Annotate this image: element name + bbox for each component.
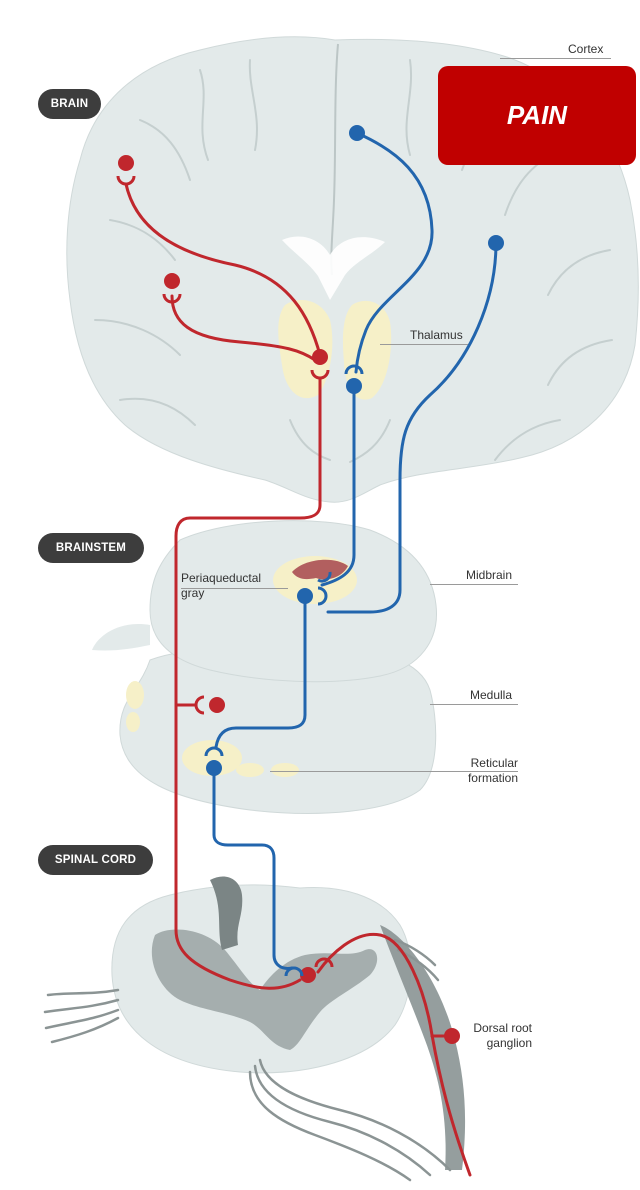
dorsal-root-ganglion-label-line1: Dorsal root: [473, 1021, 532, 1035]
medulla-leader-line: [430, 704, 518, 705]
cerebellar-peduncle: [92, 624, 150, 651]
cortex-neuron-lateral: [488, 235, 504, 251]
thalamus-label: Thalamus: [410, 328, 463, 343]
brainstem-section: [92, 521, 437, 814]
reticular-formation-label-line2: formation: [468, 771, 518, 785]
periaqueductal-gray-label: Periaqueductal gray: [181, 571, 261, 601]
reticular-neuron: [206, 760, 222, 776]
midbrain-label: Midbrain: [466, 568, 512, 583]
spinal-cord-section: [45, 876, 465, 1180]
midbrain-leader-line: [430, 584, 518, 585]
midbrain-slab: [150, 521, 437, 682]
reticular-formation-highlight: [271, 763, 299, 777]
thalamus-neuron: [346, 378, 362, 394]
periaqueductal-gray-label-line1: Periaqueductal: [181, 571, 261, 585]
dorsal-root-ganglion-label: Dorsal root ganglion: [462, 1021, 532, 1051]
dorsal-root-ganglion-label-line2: ganglion: [487, 1036, 532, 1050]
periaqueductal-gray-leader-line: [181, 588, 288, 589]
dorsal-root-ganglion-neuron: [444, 1028, 460, 1044]
cortex-leader-line: [500, 58, 611, 59]
pain-callout: PAIN: [438, 66, 636, 165]
medulla-side-highlight: [126, 712, 140, 732]
reticular-formation-label-line1: Reticular: [471, 756, 518, 770]
brainstem-section-badge: BRAINSTEM: [38, 533, 144, 563]
thalamus-relay-neuron: [312, 349, 328, 365]
cortex-label: Cortex: [568, 42, 603, 57]
brain-section-badge: BRAIN: [38, 89, 101, 119]
thalamus-leader-line: [380, 344, 468, 345]
medulla-neuron: [209, 697, 225, 713]
medulla-side-highlight: [126, 681, 144, 709]
pag-neuron: [297, 588, 313, 604]
cortex-neuron-lower: [164, 273, 180, 289]
reticular-formation-highlight: [236, 763, 264, 777]
spinal-cord-section-badge: SPINAL CORD: [38, 845, 153, 875]
cortex-neuron-medial: [349, 125, 365, 141]
spinal-cord-white-matter: [112, 885, 411, 1073]
medulla-label: Medulla: [470, 688, 512, 703]
cortex-neuron-upper: [118, 155, 134, 171]
pain-callout-text: PAIN: [438, 66, 636, 165]
reticular-formation-leader-line: [270, 771, 518, 772]
